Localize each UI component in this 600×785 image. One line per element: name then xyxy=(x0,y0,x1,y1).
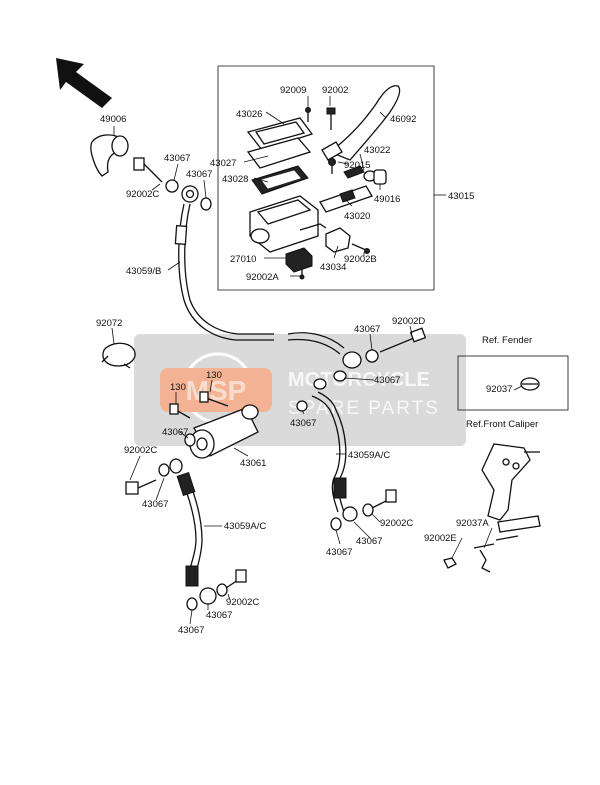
banjo-bolt-92002C-upper xyxy=(133,157,163,183)
label-43059B: 43059/B xyxy=(126,266,161,277)
label-92037A: 92037A xyxy=(456,518,489,529)
lower-left-fittings xyxy=(186,569,247,611)
washer-43067-upper2 xyxy=(200,197,212,211)
label-92037: 92037 xyxy=(486,384,512,395)
label-130-a: 130 xyxy=(170,382,186,393)
label-43059AC-b: 43059A/C xyxy=(224,521,266,532)
label-43067-g: 43067 xyxy=(142,499,168,510)
label-43067-i: 43067 xyxy=(326,547,352,558)
label-43061: 43061 xyxy=(240,458,266,469)
washer-43067-upper1 xyxy=(165,179,179,193)
clamp-92037 xyxy=(520,377,540,391)
bolt-130-b xyxy=(199,391,229,407)
piston-assembly-43022 xyxy=(343,165,377,182)
screw-92002A xyxy=(299,268,305,280)
label-43067-c: 43067 xyxy=(354,324,380,335)
pivot-screw-92015 xyxy=(328,158,336,174)
label-92002: 92002 xyxy=(322,85,348,96)
watermark-line2: SPARE PARTS xyxy=(288,398,440,419)
washer-43067-mid xyxy=(313,370,347,390)
label-130-b: 130 xyxy=(206,370,222,381)
watermark-line1: MOTORCYCLE xyxy=(288,369,430,391)
label-49006: 49006 xyxy=(100,114,126,125)
label-92002C-a: 92002C xyxy=(126,189,159,200)
clip-92072 xyxy=(101,342,136,369)
watermark: MSP MOTORCYCLE SPARE PARTS xyxy=(134,334,466,446)
label-92002B: 92002B xyxy=(344,254,377,265)
label-ref-front-caliper: Ref.Front Caliper xyxy=(466,419,538,430)
brake-hose-43059AC-left xyxy=(176,472,203,587)
watermark-badge xyxy=(160,368,272,412)
master-cylinder-body xyxy=(249,195,327,253)
label-43059AC-a: 43059A/C xyxy=(348,450,390,461)
clip-92037A xyxy=(473,543,495,573)
lower-right-fittings xyxy=(330,489,397,531)
label-27010: 27010 xyxy=(230,254,256,265)
label-43020: 43020 xyxy=(344,211,370,222)
label-92002A: 92002A xyxy=(246,272,279,283)
piston-43020 xyxy=(319,185,373,213)
label-ref-fender: Ref. Fender xyxy=(482,335,532,346)
label-43067-k: 43067 xyxy=(178,625,204,636)
label-92009: 92009 xyxy=(280,85,306,96)
label-43067-d: 43067 xyxy=(374,375,400,386)
front-caliper-bracket xyxy=(481,443,541,541)
leader-lines xyxy=(111,96,523,625)
label-92072: 92072 xyxy=(96,318,122,329)
part-labels: 49006 43067 92002C 43067 92009 92002 430… xyxy=(96,85,538,636)
label-43067-b: 43067 xyxy=(186,169,212,180)
washer-43067-block xyxy=(184,400,308,447)
bolt-92002B xyxy=(351,243,370,254)
master-cylinder-assembly-box xyxy=(217,65,446,291)
label-43015: 43015 xyxy=(448,191,474,202)
label-43067-a: 43067 xyxy=(164,153,190,164)
label-49016: 49016 xyxy=(374,194,400,205)
watermark-badge-text: MSP xyxy=(186,375,247,406)
banjo-fitting-upper xyxy=(181,185,199,203)
arrow-up-left-icon xyxy=(56,58,112,108)
label-43067-j: 43067 xyxy=(206,610,232,621)
bolt-130-a xyxy=(169,403,191,419)
label-92002E: 92002E xyxy=(424,533,457,544)
label-43027: 43027 xyxy=(210,158,236,169)
brake-hose-43059AC-right xyxy=(311,391,347,513)
clamp-43034 xyxy=(325,227,351,253)
label-43022: 43022 xyxy=(364,145,390,156)
diaphragm-plate-43027 xyxy=(246,137,312,169)
switch-27010 xyxy=(285,247,313,273)
bolt-92002 xyxy=(326,107,336,130)
ref-fender-box xyxy=(457,355,569,411)
label-43028: 43028 xyxy=(222,174,248,185)
brake-hose-43059B xyxy=(174,203,345,355)
boot-49016 xyxy=(373,169,387,185)
label-92002C-c: 92002C xyxy=(380,518,413,529)
diaphragm-43028 xyxy=(251,165,309,195)
label-43026: 43026 xyxy=(236,109,262,120)
label-92015: 92015 xyxy=(344,160,370,171)
label-92002C-d: 92002C xyxy=(226,597,259,608)
bolt-92002E xyxy=(443,557,457,569)
label-43067-h: 43067 xyxy=(356,536,382,547)
label-43067-e: 43067 xyxy=(162,427,188,438)
joint-block-43061 xyxy=(189,404,259,459)
label-46092: 46092 xyxy=(390,114,416,125)
label-43034: 43034 xyxy=(320,262,346,273)
hose-cover-49006 xyxy=(90,134,129,177)
label-92002C-b: 92002C xyxy=(124,445,157,456)
brake-lever-46092 xyxy=(321,85,401,161)
label-43067-f: 43067 xyxy=(290,418,316,429)
banjo-bolt-92002D xyxy=(379,327,427,353)
screw-92009 xyxy=(305,107,311,122)
washer-43067-left xyxy=(158,458,183,477)
label-92002D: 92002D xyxy=(392,316,425,327)
banjo-bolt-92002C-left xyxy=(125,479,157,495)
